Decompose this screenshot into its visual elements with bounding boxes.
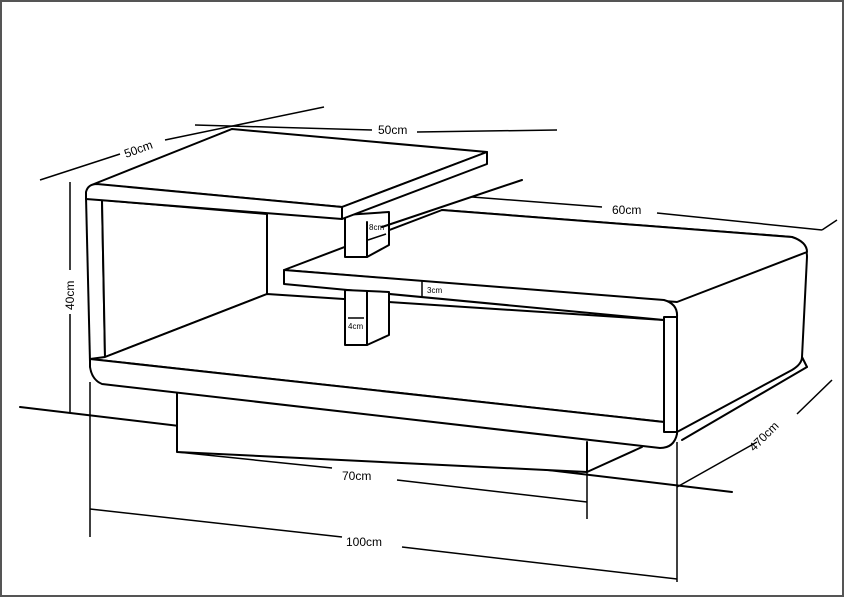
label-support-depth: 8cm [369,223,384,232]
label-shelf-thickness: 3cm [427,286,442,295]
label-total-width: 100cm [346,535,382,549]
top-shelf-front [85,183,343,220]
right-upright [663,316,678,433]
right-top-board [283,209,808,303]
label-support-width: 4cm [348,322,363,331]
label-height: 40cm [63,281,77,310]
bottom-board-front [89,358,678,449]
label-top-width: 50cm [378,123,407,137]
label-top-depth: 50cm [122,138,154,161]
dimension-lines [39,106,838,582]
left-panel-edge [85,196,91,363]
label-base-width: 70cm [342,469,371,483]
label-right-width: 60cm [612,203,641,217]
label-depth: 470cm [746,419,781,454]
